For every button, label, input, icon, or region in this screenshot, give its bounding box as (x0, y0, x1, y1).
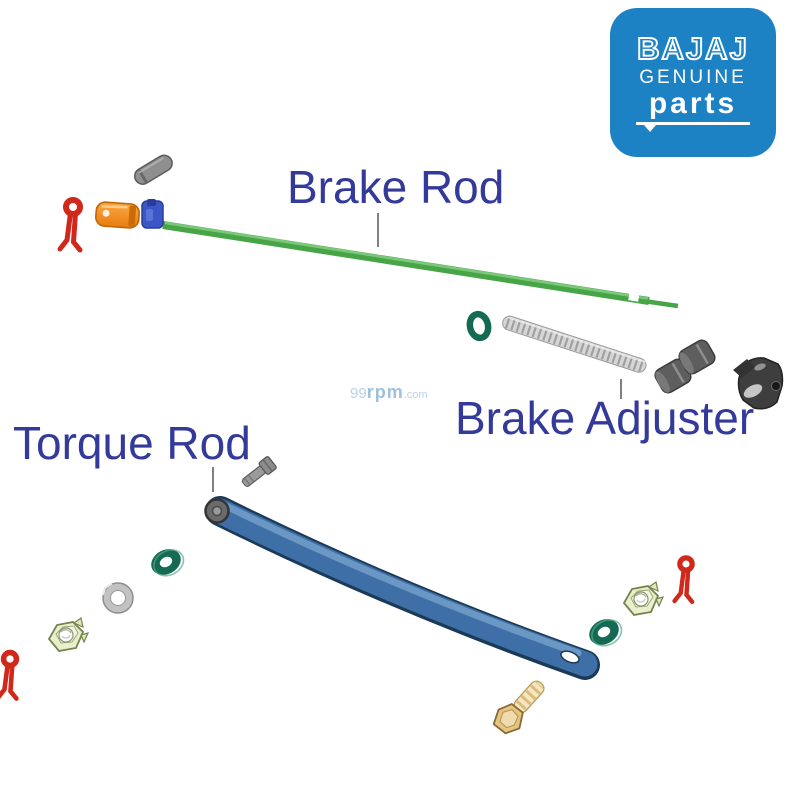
hex-nut-right (623, 581, 664, 616)
green-washer-left (145, 542, 189, 583)
small-bolt (241, 456, 277, 487)
brake-rod-label: Brake Rod (287, 161, 505, 213)
bajaj-logo: BAJAJ GENUINE parts (610, 8, 776, 157)
o-ring (466, 310, 492, 342)
logo-brand-text: BAJAJ (637, 32, 749, 66)
clevis-yoke (141, 199, 164, 229)
clevis-pin (133, 154, 173, 185)
watermark: 99rpm.com (350, 382, 428, 403)
cotter-pin-bottom-right (675, 558, 693, 602)
flat-washer (102, 582, 134, 614)
watermark-99: 99 (350, 385, 367, 402)
brake-rod-part (162, 221, 679, 309)
cotter-pin-top-left (60, 200, 80, 250)
adjuster-spring (502, 315, 647, 373)
logo-arrow-icon (644, 124, 656, 132)
brake-adjuster-label: Brake Adjuster (455, 392, 755, 444)
adjuster-nut (733, 357, 784, 410)
clevis-joint (95, 201, 140, 229)
hex-bolt (492, 680, 545, 735)
hex-nut-left (48, 617, 89, 652)
green-washer-right (583, 612, 627, 653)
logo-underline (636, 121, 750, 132)
logo-genuine-text: GENUINE (639, 67, 747, 88)
bajaj-wordmark: BAJAJ (636, 32, 749, 66)
torque-rod-part (204, 496, 600, 680)
watermark-com: .com (403, 389, 428, 401)
torque-rod-label: Torque Rod (13, 417, 251, 469)
watermark-rpm: rpm (366, 382, 404, 402)
adjuster-rollers (654, 339, 716, 394)
logo-parts-text: parts (648, 87, 738, 120)
cotter-pin-bottom-left (0, 653, 16, 699)
